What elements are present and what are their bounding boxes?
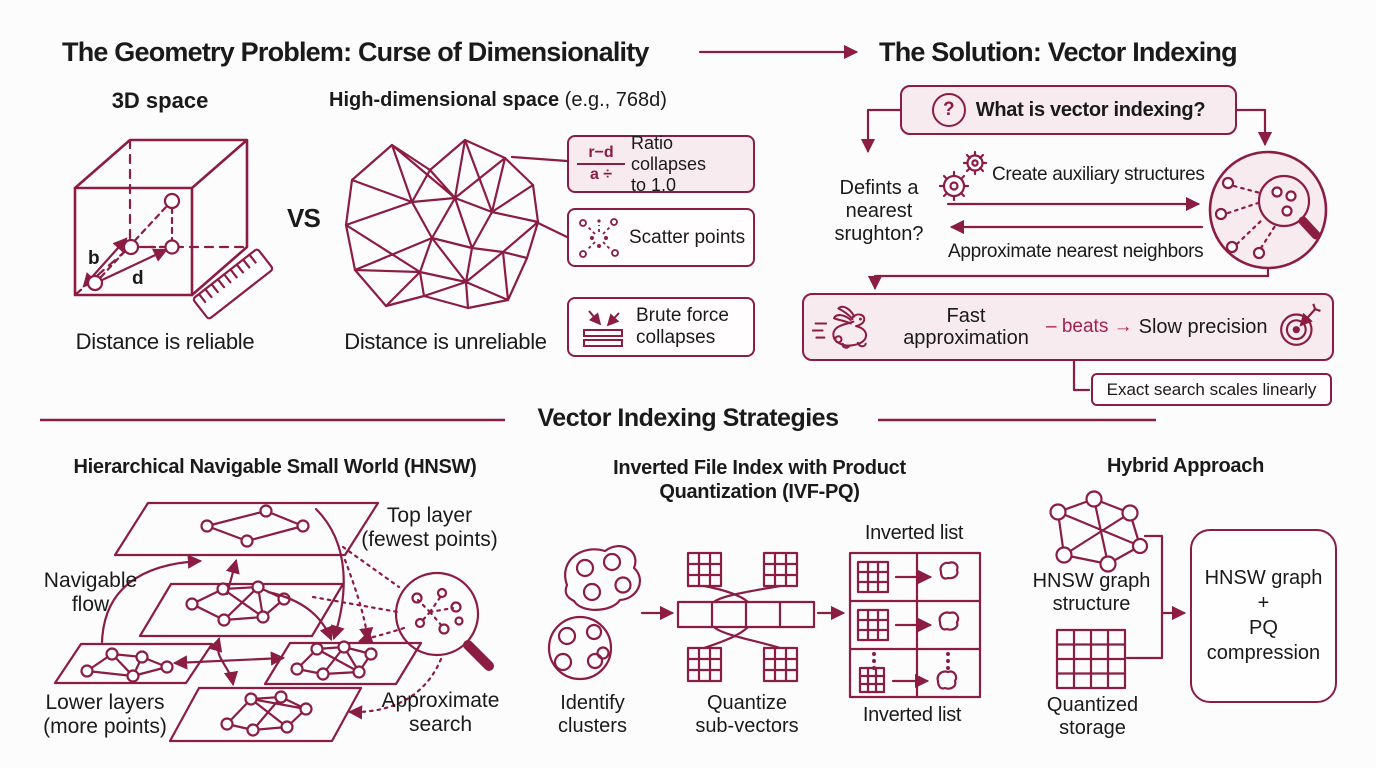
ratio-callout: r−d a ÷ Ratio collapses to 1.0 [567, 132, 755, 195]
top-layer-label: Top layer (fewest points) [361, 504, 498, 551]
hnsw-graph-structure-label: HNSW graph structure [1032, 570, 1151, 615]
identify-clusters-label: Identify clusters [558, 692, 627, 737]
fast-approx-label: Fast approximation [903, 305, 1029, 349]
ratio-numerator: r−d [577, 144, 625, 165]
exact-search-box: Exact search scales linearly [1091, 373, 1332, 406]
question-box-connectors [860, 108, 1273, 154]
hnsw-graph-icon [1049, 490, 1149, 573]
target-icon [1279, 303, 1321, 346]
question-mark-icon: ? [931, 93, 966, 127]
cluster-circle-icon [547, 615, 613, 681]
ivfpq-title: Inverted File Index with Product Quantiz… [613, 457, 906, 503]
ruler-icon [192, 248, 274, 320]
quantized-storage-label: Quantized storage [1046, 694, 1139, 739]
approximate-search-magnifier-icon [394, 571, 494, 671]
exchange-arrows [946, 196, 1204, 235]
brute-force-label: Brute force collapses [636, 305, 729, 348]
create-structures-label: Create auxiliary structures [992, 164, 1205, 185]
cube-edge-b-label: b [88, 248, 100, 269]
exact-search-label: Exact search scales linearly [1106, 379, 1317, 399]
quantize-subvectors-label: Quantize sub-vectors [695, 692, 799, 737]
hybrid-diagram [1049, 490, 1187, 690]
navigable-flow-label: Navigable flow [43, 569, 138, 616]
cluster-blob-icon [564, 545, 641, 611]
flow-to-fast-connector [867, 266, 1270, 291]
question-box: ? What is vector indexing? [900, 85, 1237, 135]
quantized-grid-icon [1055, 628, 1127, 690]
space-3d-label: 3D space [111, 88, 209, 113]
defines-label: Defints a nearest srughton? [834, 177, 924, 245]
brute-force-callout: Brute force collapses [567, 297, 755, 357]
beats-label: – beats → [1046, 316, 1133, 337]
scatter-points-icon [579, 217, 619, 258]
cube-edge-d-label: d [132, 268, 144, 289]
gears-icon [938, 150, 988, 202]
strategies-divider-title: Vector Indexing Strategies [537, 404, 840, 432]
brute-force-icon [583, 310, 623, 347]
rabbit-icon [812, 305, 868, 349]
highdim-mesh [344, 138, 540, 310]
inverted-list-bottom-label: Inverted list [862, 704, 962, 726]
ratio-denominator: a ÷ [589, 166, 613, 183]
cube-3d [73, 138, 274, 320]
hybrid-title: Hybrid Approach [1107, 455, 1264, 477]
inverted-list-top-label: Inverted list [864, 522, 964, 544]
vector-search-circle-icon [1208, 150, 1328, 270]
highdim-label-bold: High-dimensional space [329, 89, 560, 111]
versus-label: VS [287, 203, 321, 233]
approx-neighbors-label: Approximate nearest neighbors [948, 241, 1204, 262]
hnsw-title: Hierarchical Navigable Small World (HNSW… [73, 456, 477, 478]
fast-beats-slow-box: Fast approximation – beats → Slow precis… [802, 293, 1334, 361]
unreliable-label: Distance is unreliable [344, 329, 547, 354]
ratio-label: Ratio collapses to 1.0 [631, 132, 707, 195]
ratio-formula: r−d a ÷ [577, 144, 625, 184]
mesh-callout-connectors [510, 155, 569, 239]
approximate-search-label: Approximate search [381, 689, 500, 736]
highdim-label: High-dimensional space (e.g., 768d) [323, 89, 673, 112]
hybrid-result-box: HNSW graph + PQ compression [1190, 529, 1337, 703]
reliable-label: Distance is reliable [75, 329, 255, 354]
slow-precision-label: Slow precision [1138, 315, 1268, 338]
ivfpq-diagram [547, 545, 982, 699]
problem-title: The Geometry Problem: Curse of Dimension… [62, 37, 649, 67]
exact-box-connector [1072, 359, 1091, 392]
question-label: What is vector indexing? [975, 98, 1206, 121]
solution-title: The Solution: Vector Indexing [879, 37, 1238, 67]
scatter-callout: Scatter points [567, 208, 755, 267]
highdim-label-note: (e.g., 768d) [564, 89, 667, 111]
hnsw-diagram [53, 501, 494, 743]
inverted-list-table [848, 551, 982, 699]
scatter-label: Scatter points [629, 226, 746, 248]
lower-layers-label: Lower layers (more points) [43, 691, 167, 738]
